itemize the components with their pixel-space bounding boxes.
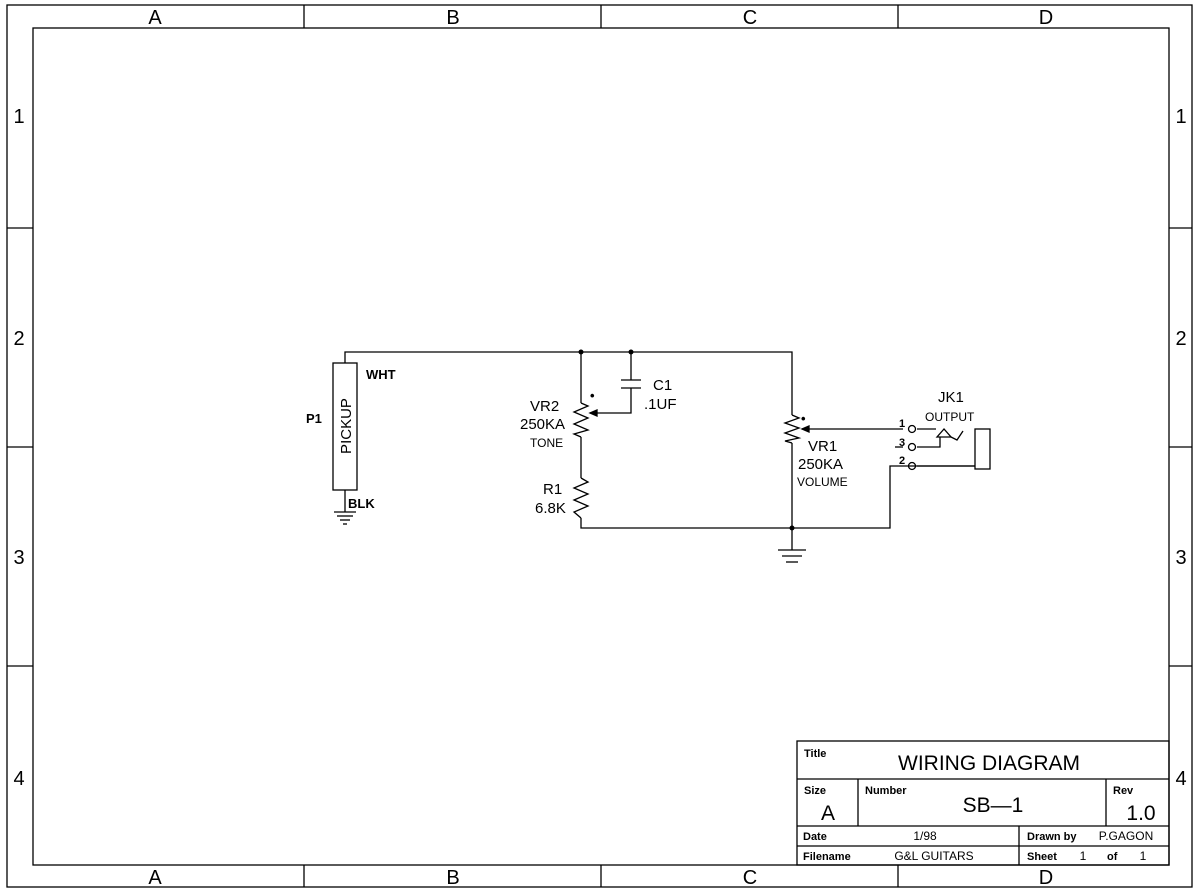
size-label: Size bbox=[804, 785, 826, 797]
zone-col-bottom-a: A bbox=[148, 867, 162, 889]
vr2-potentiometer bbox=[572, 402, 590, 438]
wiring-nets bbox=[344, 351, 975, 550]
zone-col-bottom-c: C bbox=[743, 867, 757, 889]
zone-col-top-c: C bbox=[743, 7, 757, 29]
jk1-pin-2: 2 bbox=[899, 455, 905, 467]
zone-row-right-3: 3 bbox=[1175, 547, 1186, 569]
of-label: of bbox=[1107, 851, 1118, 863]
vr1-ref: VR1 bbox=[808, 438, 837, 455]
zone-row-left-1: 1 bbox=[13, 106, 24, 128]
pickup-symbol bbox=[332, 362, 358, 491]
r1-ref: R1 bbox=[543, 481, 562, 498]
vr1-marker: • bbox=[801, 411, 806, 426]
zone-col-top-b: B bbox=[446, 7, 459, 29]
vr1-value: 250KA bbox=[798, 456, 843, 473]
pickup-ref: P1 bbox=[306, 411, 322, 426]
title-value: WIRING DIAGRAM bbox=[898, 752, 1080, 775]
zone-col-top-d: D bbox=[1039, 7, 1053, 29]
vr1-potentiometer bbox=[783, 414, 802, 444]
zone-col-bottom-b: B bbox=[446, 867, 459, 889]
vr2-marker: • bbox=[590, 388, 595, 403]
vr1-function: VOLUME bbox=[797, 475, 848, 489]
zone-row-left-2: 2 bbox=[13, 328, 24, 350]
filename-label: Filename bbox=[803, 851, 851, 863]
r1-value: 6.8K bbox=[535, 500, 566, 517]
junction-dots bbox=[578, 349, 795, 531]
number-label: Number bbox=[865, 785, 907, 797]
filename-value: G&L GUITARS bbox=[894, 849, 973, 863]
date-value: 1/98 bbox=[913, 829, 937, 843]
sheet-label: Sheet bbox=[1027, 851, 1057, 863]
r1-resistor bbox=[572, 477, 590, 519]
of-value: 1 bbox=[1140, 849, 1147, 863]
jk1-ref: JK1 bbox=[938, 389, 964, 406]
pickup-wire-wht: WHT bbox=[366, 367, 396, 382]
inner-frame bbox=[32, 27, 1170, 866]
zone-row-right-1: 1 bbox=[1175, 106, 1186, 128]
drawn-by-label: Drawn by bbox=[1027, 831, 1077, 843]
title-block-frame bbox=[796, 740, 1170, 866]
jk1-pin-3: 3 bbox=[899, 437, 905, 449]
zone-col-top-a: A bbox=[148, 7, 162, 29]
main-ground-symbol bbox=[778, 549, 806, 563]
size-value: A bbox=[821, 802, 835, 825]
outer-frame bbox=[6, 4, 1193, 888]
title-label: Title bbox=[804, 748, 826, 760]
zone-col-bottom-d: D bbox=[1039, 867, 1053, 889]
jk1-output-jack bbox=[907, 424, 991, 471]
c1-value: .1UF bbox=[644, 396, 677, 413]
pickup-wire-blk: BLK bbox=[348, 496, 375, 511]
pickup-name: PICKUP bbox=[338, 398, 355, 454]
vr2-value: 250KA bbox=[520, 416, 565, 433]
drawn-by-value: P.GAGON bbox=[1099, 829, 1153, 843]
zone-row-left-3: 3 bbox=[13, 547, 24, 569]
zone-row-right-2: 2 bbox=[1175, 328, 1186, 350]
pickup-ground-symbol bbox=[334, 511, 356, 525]
sheet-value: 1 bbox=[1080, 849, 1087, 863]
vr2-ref: VR2 bbox=[530, 398, 559, 415]
date-label: Date bbox=[803, 831, 827, 843]
number-value: SB—1 bbox=[963, 794, 1024, 817]
zone-row-right-4: 4 bbox=[1175, 768, 1186, 790]
rev-label: Rev bbox=[1113, 785, 1134, 797]
jk1-pin-1: 1 bbox=[899, 418, 905, 430]
rev-value: 1.0 bbox=[1126, 802, 1155, 825]
vr2-function: TONE bbox=[530, 436, 563, 450]
jk1-function: OUTPUT bbox=[925, 410, 975, 424]
zone-row-left-4: 4 bbox=[13, 768, 24, 790]
c1-ref: C1 bbox=[653, 377, 672, 394]
